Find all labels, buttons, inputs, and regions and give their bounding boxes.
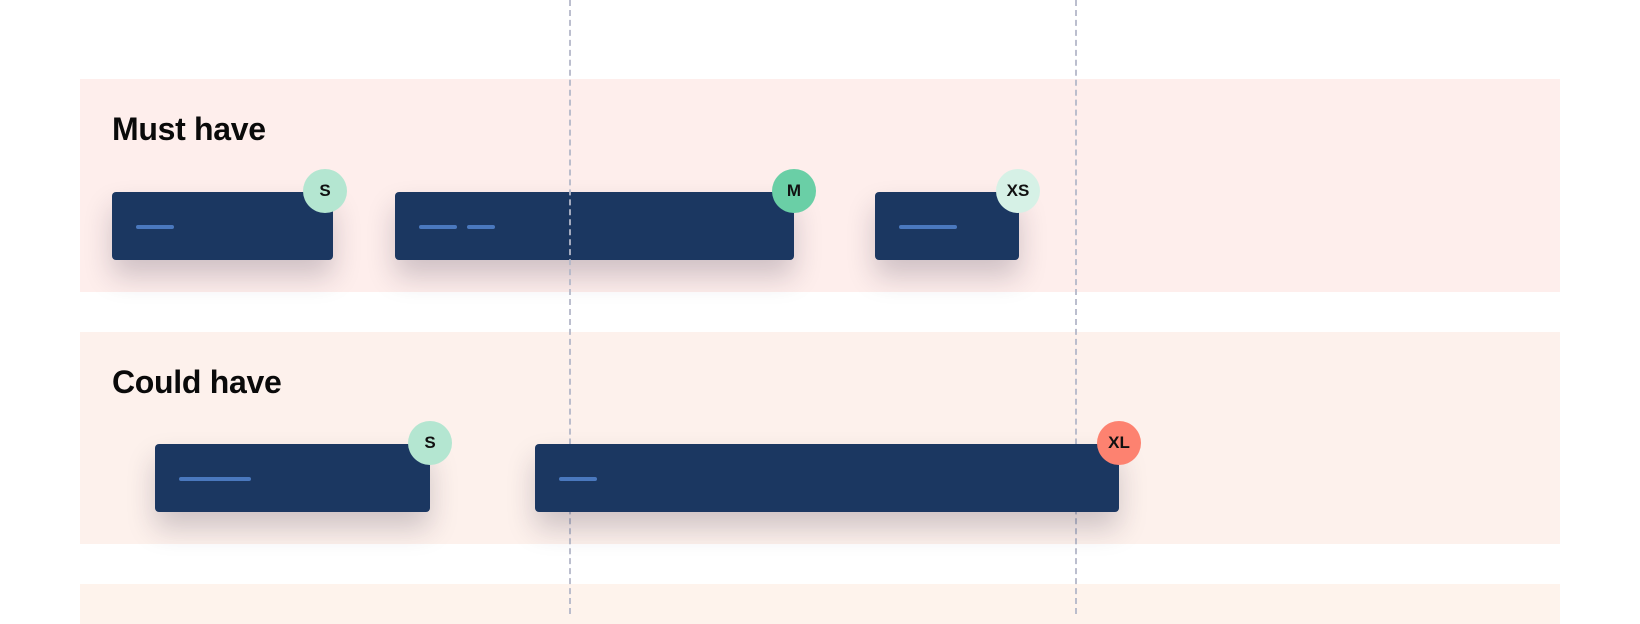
- timeline-guide-1: [569, 0, 571, 614]
- card-text-placeholder: [467, 225, 495, 229]
- size-badge: XL: [1097, 421, 1141, 465]
- feature-card[interactable]: [535, 444, 1119, 512]
- size-badge: M: [772, 169, 816, 213]
- card-text-placeholder: [136, 225, 174, 229]
- feature-card[interactable]: [155, 444, 430, 512]
- size-badge: S: [408, 421, 452, 465]
- lane-title: Could have: [112, 364, 282, 400]
- size-badge: XS: [996, 169, 1040, 213]
- size-badge: S: [303, 169, 347, 213]
- lane-must-have: Must have: [80, 79, 1560, 292]
- card-text-placeholder: [899, 225, 957, 229]
- card-text-placeholder: [179, 477, 251, 481]
- card-text-placeholder: [559, 477, 597, 481]
- feature-card[interactable]: [112, 192, 333, 260]
- timeline-guide-2: [1075, 0, 1077, 614]
- card-text-placeholder: [419, 225, 457, 229]
- feature-card[interactable]: [875, 192, 1019, 260]
- lane-could-have: Could have: [80, 332, 1560, 544]
- feature-card[interactable]: [395, 192, 794, 260]
- lane-title: Must have: [112, 111, 266, 147]
- lane-third: [80, 584, 1560, 624]
